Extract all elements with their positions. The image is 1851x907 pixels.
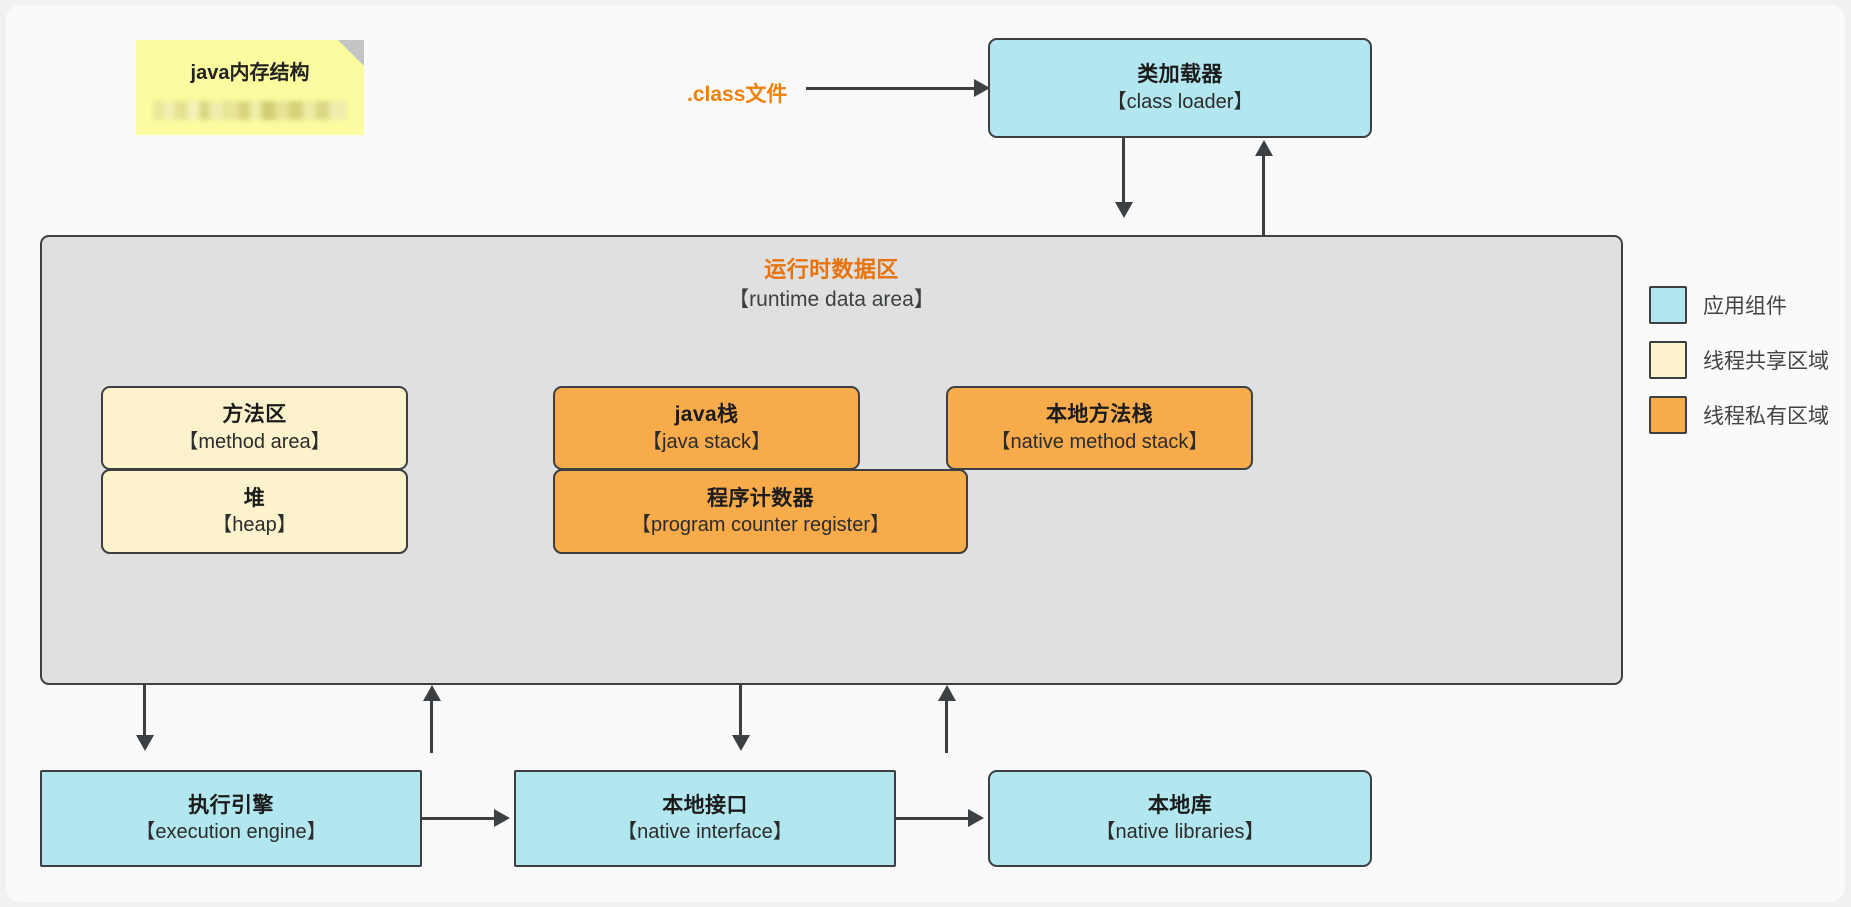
legend-label-thread-shared: 线程共享区域: [1703, 349, 1829, 373]
node-method-area-cn: 方法区: [222, 403, 287, 426]
node-native-method-stack-cn: 本地方法栈: [1046, 403, 1153, 426]
node-java-stack-en: 【java stack】: [642, 430, 771, 453]
runtime-data-area-title: 运行时数据区 【runtime data area】: [42, 257, 1621, 312]
arrow-classloader-to-runtime-line: [1122, 138, 1125, 205]
node-heap-en: 【heap】: [212, 514, 297, 537]
node-native-method-stack-en: 【native method stack】: [990, 430, 1209, 453]
arrow-classloader-to-runtime-head: [1115, 202, 1133, 218]
arrow-classfile-to-classloader-line: [806, 87, 976, 90]
arrow-classfile-to-classloader-head: [974, 79, 990, 97]
node-heap-cn: 堆: [243, 486, 266, 510]
node-heap-box[interactable]: 堆 【heap】: [101, 469, 408, 554]
node-class-loader-cn: 类加载器: [1137, 63, 1223, 86]
legend-swatch-thread-private: [1649, 395, 1687, 434]
node-program-counter-en: 【program counter register】: [631, 514, 890, 537]
runtime-data-area-title-cn: 运行时数据区: [764, 257, 899, 282]
arrow-runtime-to-classloader-line: [1262, 153, 1265, 237]
arrow-runtime-to-execution-engine-line: [143, 685, 146, 738]
arrow-execution-engine-to-native-interface-line: [422, 817, 498, 820]
node-native-libraries-en: 【native libraries】: [1095, 821, 1265, 844]
sticky-note-fold-corner: [338, 40, 364, 66]
node-program-counter-cn: 程序计数器: [707, 486, 814, 510]
legend-item-thread-private: 线程私有区域: [1649, 387, 1829, 442]
arrow-native-interface-to-runtime-line: [945, 698, 948, 753]
legend-item-thread-shared: 线程共享区域: [1649, 332, 1829, 387]
arrow-runtime-to-execution-engine-head: [136, 735, 154, 751]
legend-label-app-component: 应用组件: [1703, 294, 1787, 318]
node-native-interface-cn: 本地接口: [662, 793, 748, 817]
sticky-note-title: java内存结构: [190, 62, 310, 84]
node-native-interface-en: 【native interface】: [617, 821, 793, 844]
arrow-native-interface-to-native-libraries-head: [968, 809, 984, 827]
node-java-stack-cn: java栈: [674, 403, 739, 426]
legend-label-thread-private: 线程私有区域: [1703, 404, 1829, 428]
node-method-area[interactable]: 方法区 【method area】: [101, 386, 408, 470]
node-execution-engine[interactable]: 执行引擎 【execution engine】: [40, 770, 422, 867]
sticky-note-blurred-text: [153, 101, 347, 120]
arrow-execution-engine-to-native-interface-head: [494, 809, 510, 827]
sticky-note: java内存结构: [136, 40, 364, 135]
legend-swatch-app-component: [1649, 285, 1687, 324]
node-java-stack[interactable]: java栈 【java stack】: [553, 386, 860, 470]
diagram-canvas: java内存结构 .class文件 类加载器 【class loader】 运行…: [6, 5, 1845, 902]
legend: 应用组件 线程共享区域 线程私有区域: [1649, 277, 1829, 442]
node-native-libraries[interactable]: 本地库 【native libraries】: [988, 770, 1372, 867]
legend-item-app-component: 应用组件: [1649, 277, 1829, 332]
node-native-libraries-cn: 本地库: [1147, 793, 1213, 817]
arrow-runtime-to-native-interface-head: [732, 735, 750, 751]
node-class-loader-en: 【class loader】: [1106, 90, 1254, 113]
node-class-loader[interactable]: 类加载器 【class loader】: [988, 38, 1372, 138]
node-execution-engine-cn: 执行引擎: [188, 793, 274, 817]
node-native-method-stack[interactable]: 本地方法栈 【native method stack】: [946, 386, 1253, 470]
class-file-label: .class文件: [687, 83, 788, 106]
node-method-area-en: 【method area】: [178, 430, 331, 453]
legend-swatch-thread-shared: [1649, 340, 1687, 379]
runtime-data-area-title-en: 【runtime data area】: [728, 287, 935, 311]
node-native-interface[interactable]: 本地接口 【native interface】: [514, 770, 896, 867]
arrow-execution-engine-to-runtime-line: [430, 698, 433, 753]
arrow-runtime-to-native-interface-line: [739, 685, 742, 738]
node-program-counter-register[interactable]: 程序计数器 【program counter register】: [553, 469, 968, 554]
arrow-runtime-to-classloader-head: [1255, 140, 1273, 156]
node-execution-engine-en: 【execution engine】: [135, 821, 327, 844]
arrow-execution-engine-to-runtime-head: [423, 685, 441, 701]
arrow-native-interface-to-runtime-head: [938, 685, 956, 701]
arrow-native-interface-to-native-libraries-line: [896, 817, 972, 820]
